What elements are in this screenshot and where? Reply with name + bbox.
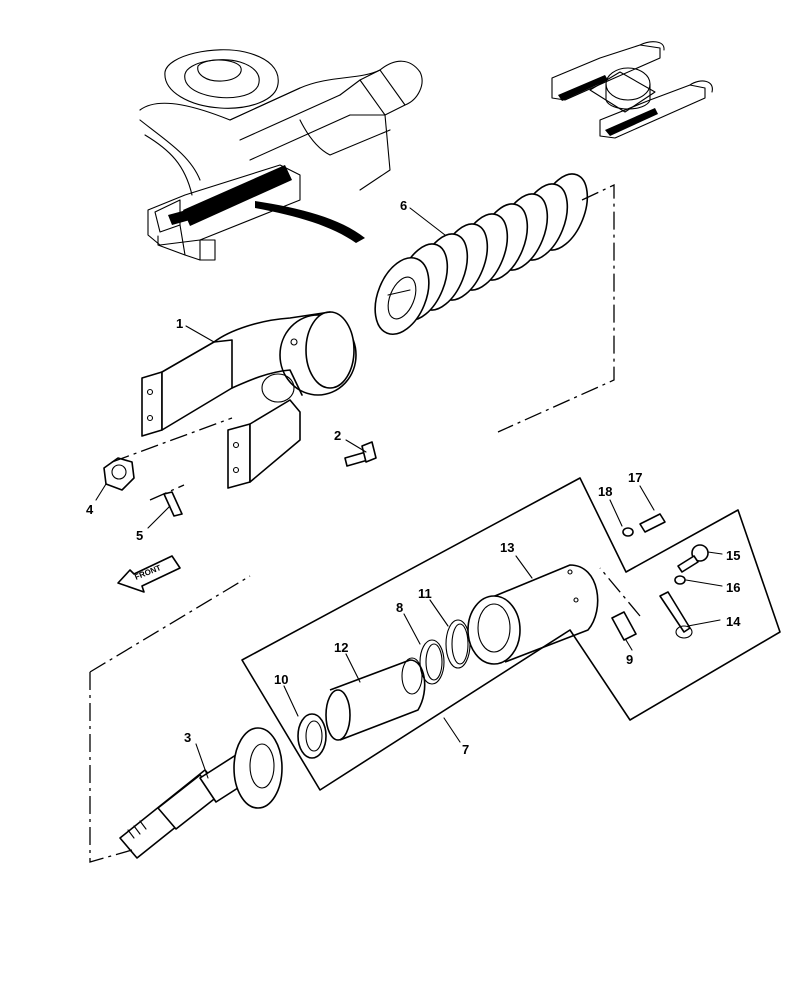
alignment-lines	[89, 183, 641, 863]
callout-11: 11	[418, 586, 432, 601]
castle-nut	[103, 457, 135, 491]
leader-lines	[95, 207, 723, 779]
callout-17: 17	[628, 470, 642, 485]
hex-bolt	[344, 441, 377, 467]
callout-1: 1	[176, 316, 183, 331]
idler-shaft	[119, 727, 283, 859]
callout-8: 8	[396, 600, 403, 615]
idler-yoke	[141, 311, 357, 489]
callout-10: 10	[274, 672, 288, 687]
callout-4: 4	[86, 502, 94, 517]
callout-9: 9	[626, 652, 633, 667]
callout-14: 14	[726, 614, 741, 629]
cylinder-kit-parts	[297, 513, 709, 759]
callout-16: 16	[726, 580, 740, 595]
callout-13: 13	[500, 540, 514, 555]
callout-labels: 1 2 3 4 5 6 7 8 9 10 11 12 13 14 15 16 1…	[86, 198, 741, 757]
callout-7: 7	[462, 742, 469, 757]
callout-6: 6	[400, 198, 407, 213]
kit-boundary	[241, 477, 781, 791]
equalizer-detail-illustration	[551, 41, 713, 139]
recoil-spring	[374, 173, 589, 335]
callout-18: 18	[598, 484, 612, 499]
callout-3: 3	[184, 730, 191, 745]
callout-2: 2	[334, 428, 341, 443]
callout-15: 15	[726, 548, 740, 563]
cotter-pin	[163, 491, 183, 517]
callout-12: 12	[334, 640, 348, 655]
front-direction-arrow: FRONT	[117, 555, 181, 593]
callout-5: 5	[136, 528, 143, 543]
track-frame-illustration	[139, 49, 423, 261]
